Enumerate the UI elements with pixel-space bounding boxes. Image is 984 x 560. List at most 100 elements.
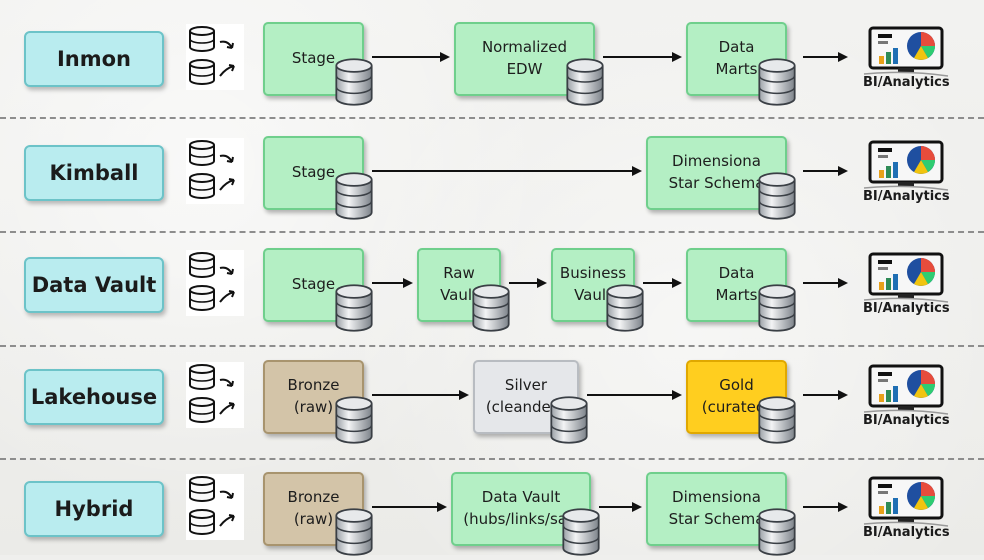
stage-label: (curated): [701, 398, 772, 416]
database-cylinder-icon: [550, 396, 588, 444]
database-cylinder-icon: [566, 58, 604, 106]
stage-label: Business: [559, 264, 627, 283]
database-cylinder-icon: [758, 172, 796, 220]
bi-analytics: [858, 476, 954, 532]
stage-label: (cleanded): [485, 398, 567, 416]
source-wrapper: [186, 362, 244, 432]
stage-label: Bronze: [287, 488, 340, 507]
stage-store: [334, 508, 374, 560]
bi-analytics: [858, 26, 954, 82]
bi-dashboard-icon: [863, 252, 949, 303]
approach-label: Kimball: [24, 145, 164, 201]
bi-dashboard-icon: [863, 140, 949, 191]
stage-label: Marts: [715, 60, 758, 78]
bi-dashboard-icon: [863, 26, 949, 77]
flow-arrow: [372, 390, 469, 400]
approach-label: Hybrid: [24, 481, 164, 537]
source-wrapper: [186, 138, 244, 208]
bi-analytics-label: BI/Analytics: [863, 189, 950, 204]
source-wrapper: [186, 24, 244, 94]
stage-label: Bronze: [287, 376, 340, 395]
database-cylinder-icon: [758, 508, 796, 556]
database-cylinder-icon: [758, 58, 796, 106]
stage-store: [549, 396, 589, 448]
row-separator: [0, 231, 984, 233]
stage-label: EDW: [506, 60, 543, 78]
stage-label: Star Schema: [668, 174, 765, 192]
flow-arrow: [603, 52, 682, 62]
stage-label: Raw: [443, 264, 475, 283]
source-wrapper: [186, 250, 244, 320]
stage-label: Vault: [440, 286, 478, 304]
flow-arrow: [509, 278, 547, 288]
stage-store: [334, 396, 374, 448]
bi-analytics-label: BI/Analytics: [863, 525, 950, 540]
bi-analytics: [858, 140, 954, 196]
stage-store: [565, 58, 605, 110]
stage-box: Silver (cleanded): [473, 360, 579, 434]
row-separator: [0, 345, 984, 347]
stage-store: [334, 58, 374, 110]
stage-label: Dimensiona: [672, 488, 761, 507]
bi-dashboard-icon: [863, 364, 949, 415]
stage-store: [757, 284, 797, 336]
source-database-icon: [186, 250, 244, 316]
flow-arrow: [803, 166, 848, 176]
stage-store: [757, 508, 797, 560]
database-cylinder-icon: [335, 396, 373, 444]
database-cylinder-icon: [606, 284, 644, 332]
source-database-icon: [186, 474, 244, 540]
row-separator: [0, 117, 984, 119]
stage-label: Silver: [504, 376, 548, 395]
stage-store: [757, 58, 797, 110]
bi-analytics-label: BI/Analytics: [863, 75, 950, 90]
flow-arrow: [372, 502, 447, 512]
stage-label: Gold: [719, 376, 754, 395]
stage-label: Star Schema: [668, 510, 765, 528]
flow-arrow: [372, 166, 642, 176]
approach-label: Lakehouse: [24, 369, 164, 425]
stage-label: Data: [718, 38, 755, 57]
flow-arrow: [599, 502, 642, 512]
stage-label: Dimensiona: [672, 152, 761, 171]
flow-arrow: [643, 278, 682, 288]
stage-label: (raw): [293, 510, 334, 528]
flow-arrow: [803, 278, 848, 288]
stage-label: (hubs/links/sat): [463, 510, 579, 528]
flow-arrow: [803, 502, 848, 512]
stage-label: Marts: [715, 286, 758, 304]
bi-analytics: [858, 364, 954, 420]
source-database-icon: [186, 362, 244, 428]
stage-label: Vault: [574, 286, 612, 304]
source-database-icon: [186, 24, 244, 90]
row-separator: [0, 458, 984, 460]
database-cylinder-icon: [758, 396, 796, 444]
database-cylinder-icon: [335, 58, 373, 106]
database-cylinder-icon: [758, 284, 796, 332]
bi-analytics-label: BI/Analytics: [863, 301, 950, 316]
bi-dashboard-icon: [863, 476, 949, 527]
flow-arrow: [372, 278, 413, 288]
database-cylinder-icon: [472, 284, 510, 332]
stage-store: [561, 508, 601, 560]
approach-label: Data Vault: [24, 257, 164, 313]
stage-label: Stage: [291, 49, 336, 68]
bi-analytics: [858, 252, 954, 308]
stage-label: Data: [718, 264, 755, 283]
approach-label: Inmon: [24, 31, 164, 87]
stage-label: Stage: [291, 275, 336, 294]
stage-store: [757, 172, 797, 224]
source-wrapper: [186, 474, 244, 544]
stage-store: [334, 284, 374, 336]
stage-store: [605, 284, 645, 336]
flow-arrow: [372, 52, 450, 62]
database-cylinder-icon: [335, 508, 373, 556]
database-cylinder-icon: [335, 284, 373, 332]
flow-arrow: [587, 390, 682, 400]
flow-arrow: [803, 390, 848, 400]
bi-analytics-label: BI/Analytics: [863, 413, 950, 428]
